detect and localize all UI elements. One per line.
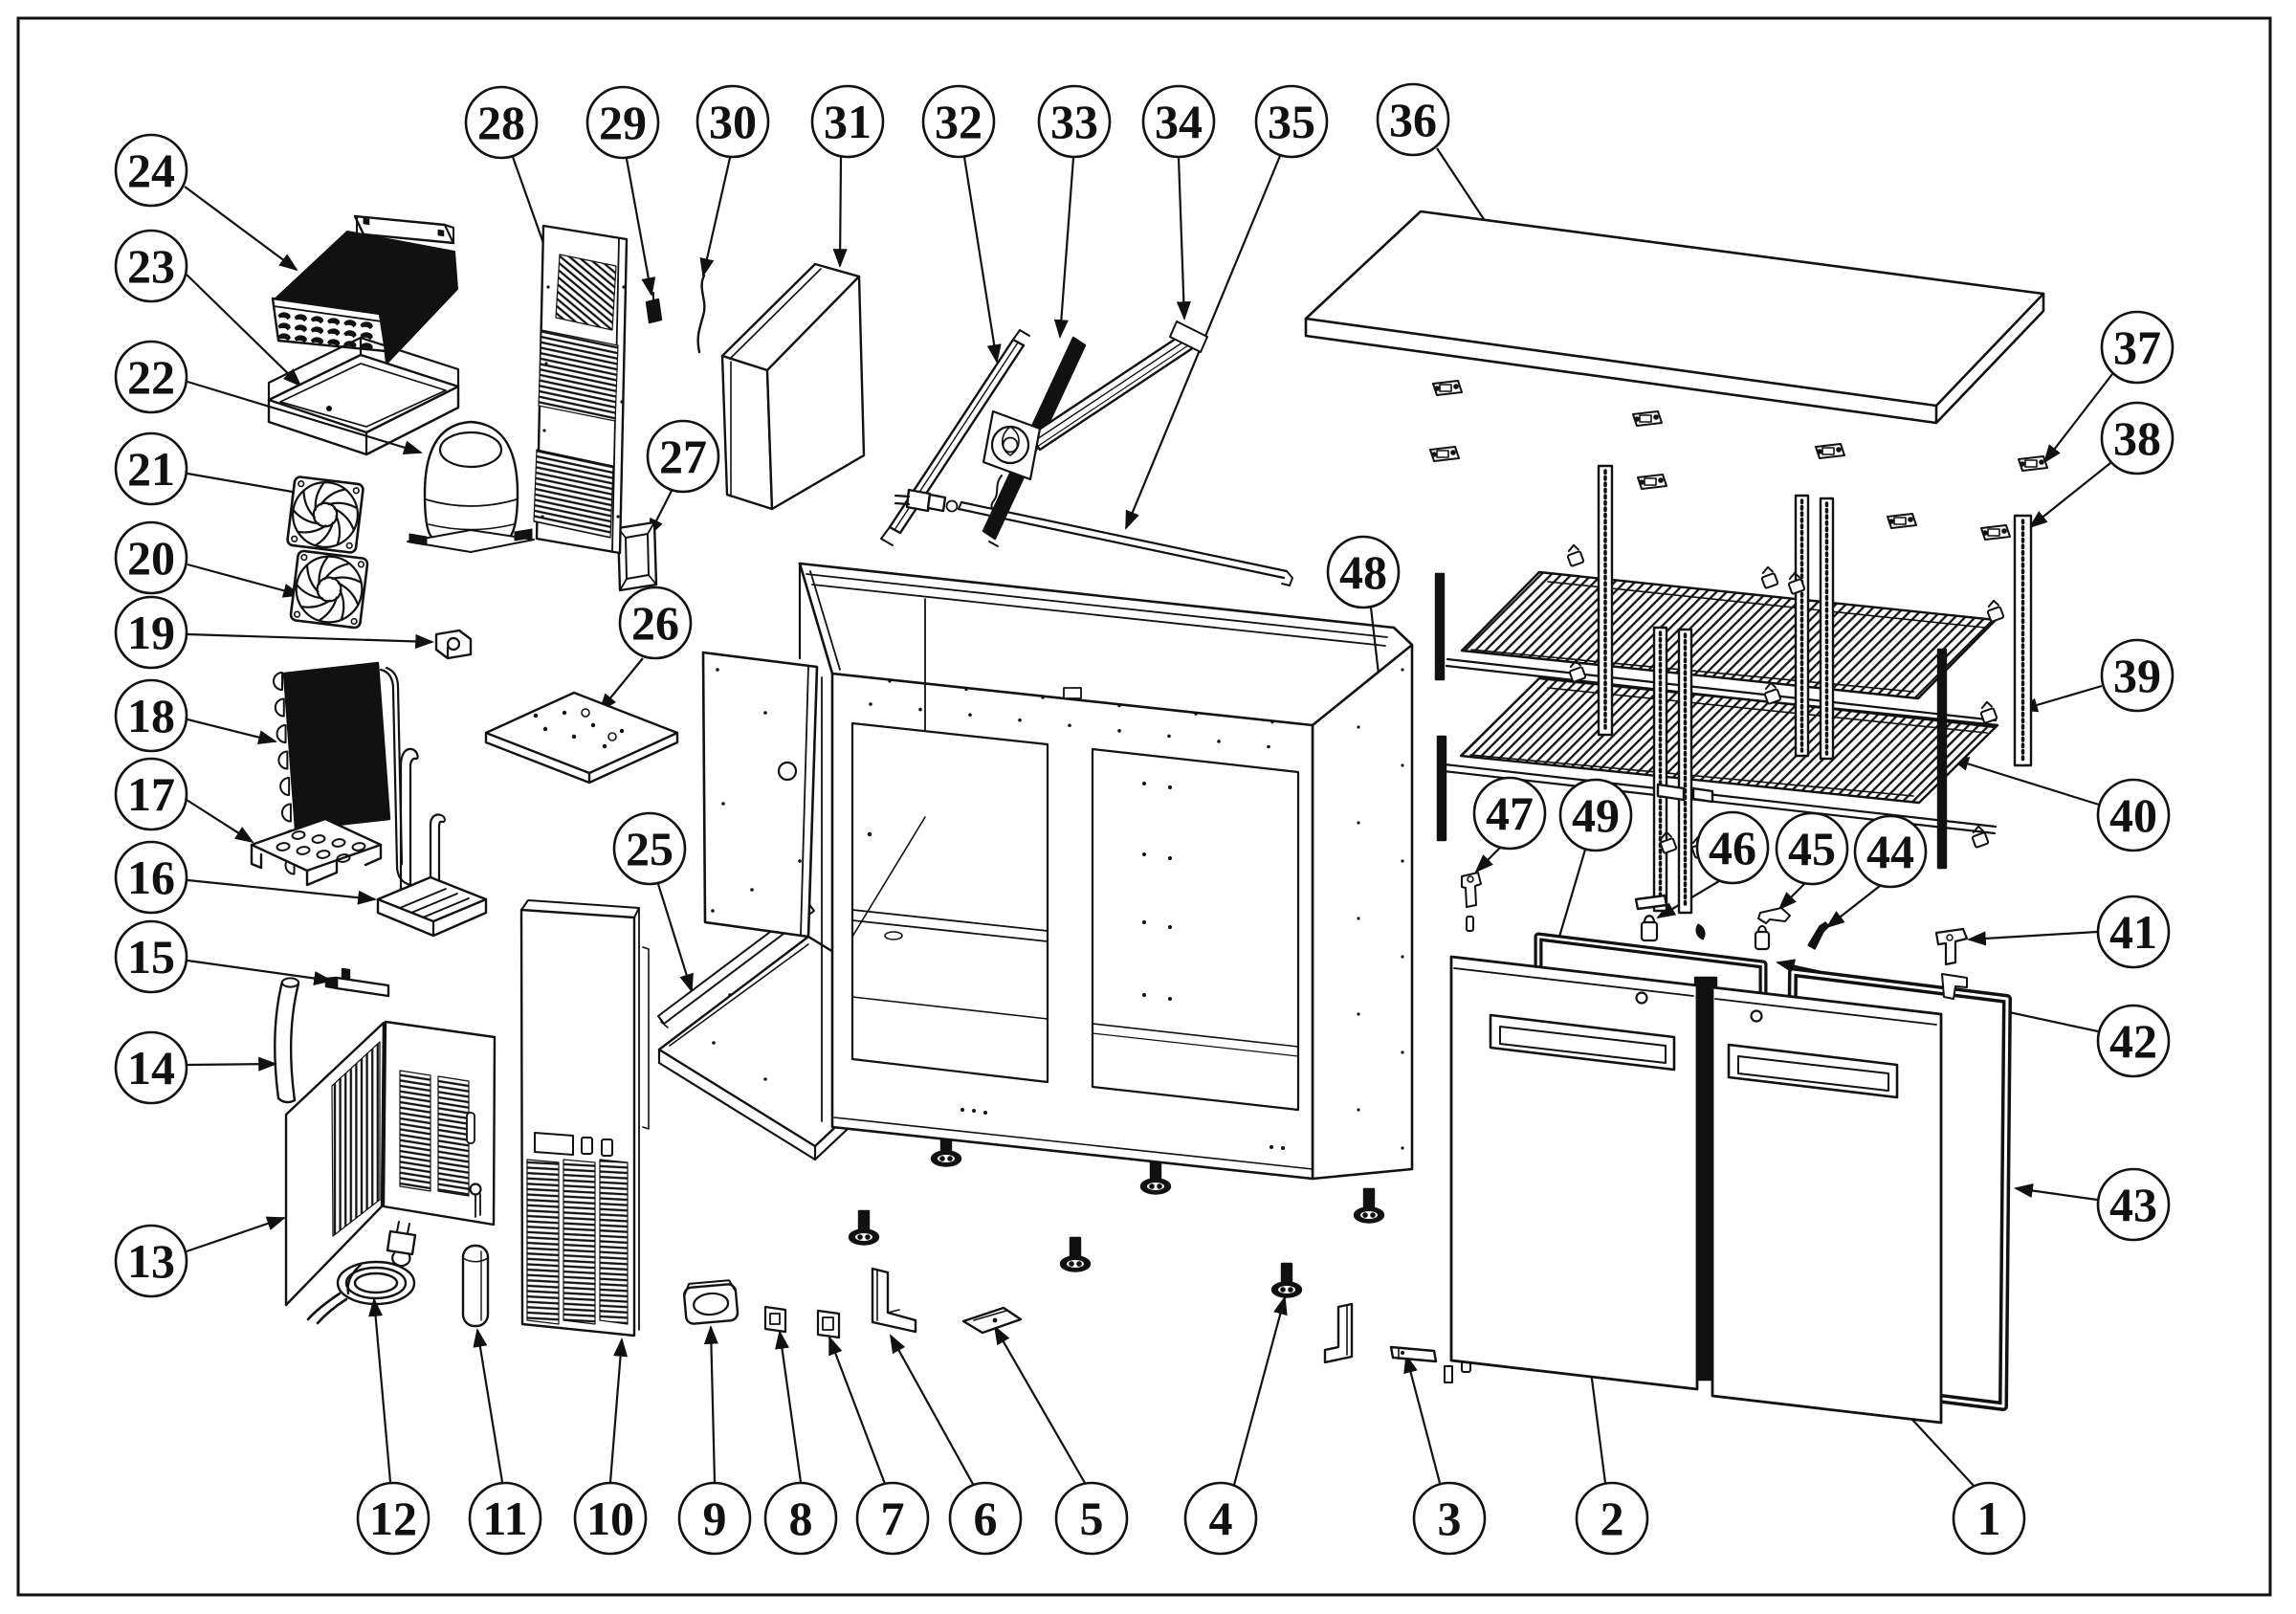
svg-text:9: 9 [703, 1492, 727, 1545]
svg-text:3: 3 [1438, 1492, 1462, 1545]
svg-text:11: 11 [482, 1492, 527, 1545]
svg-text:24: 24 [127, 144, 175, 197]
svg-text:21: 21 [127, 442, 175, 496]
svg-text:16: 16 [127, 851, 175, 904]
svg-text:13: 13 [127, 1234, 175, 1288]
svg-text:43: 43 [2109, 1178, 2157, 1231]
svg-text:17: 17 [127, 767, 175, 821]
svg-text:2: 2 [1601, 1492, 1624, 1545]
svg-text:5: 5 [1080, 1492, 1104, 1545]
svg-text:14: 14 [127, 1041, 175, 1094]
svg-text:34: 34 [1155, 95, 1203, 148]
svg-text:48: 48 [1339, 545, 1387, 599]
svg-text:33: 33 [1050, 95, 1098, 148]
svg-text:18: 18 [127, 689, 175, 742]
svg-text:44: 44 [1866, 825, 1914, 878]
svg-text:20: 20 [127, 531, 175, 585]
svg-text:32: 32 [935, 95, 982, 148]
svg-text:25: 25 [626, 822, 673, 875]
svg-text:46: 46 [1709, 821, 1756, 874]
svg-text:27: 27 [659, 430, 707, 483]
svg-text:22: 22 [127, 350, 175, 404]
svg-text:40: 40 [2109, 788, 2157, 842]
svg-text:8: 8 [789, 1492, 813, 1545]
svg-text:6: 6 [974, 1492, 998, 1545]
svg-text:42: 42 [2109, 1014, 2157, 1068]
svg-text:35: 35 [1268, 95, 1315, 148]
svg-text:26: 26 [631, 596, 679, 650]
svg-text:23: 23 [127, 239, 175, 293]
svg-text:49: 49 [1572, 788, 1620, 842]
svg-text:19: 19 [127, 606, 175, 659]
svg-text:38: 38 [2113, 411, 2161, 465]
svg-text:47: 47 [1486, 786, 1534, 840]
svg-text:4: 4 [1209, 1492, 1233, 1545]
svg-text:36: 36 [1389, 93, 1437, 146]
svg-text:41: 41 [2109, 905, 2157, 959]
svg-text:28: 28 [477, 96, 525, 149]
svg-text:1: 1 [1977, 1492, 2001, 1545]
svg-text:15: 15 [127, 930, 175, 984]
svg-text:30: 30 [709, 95, 757, 148]
svg-text:7: 7 [881, 1492, 905, 1545]
svg-text:31: 31 [824, 95, 872, 148]
svg-text:12: 12 [369, 1492, 417, 1545]
svg-text:29: 29 [599, 96, 647, 149]
svg-text:10: 10 [586, 1492, 634, 1545]
svg-text:37: 37 [2113, 321, 2161, 374]
svg-text:39: 39 [2113, 649, 2161, 702]
svg-text:45: 45 [1788, 822, 1836, 875]
